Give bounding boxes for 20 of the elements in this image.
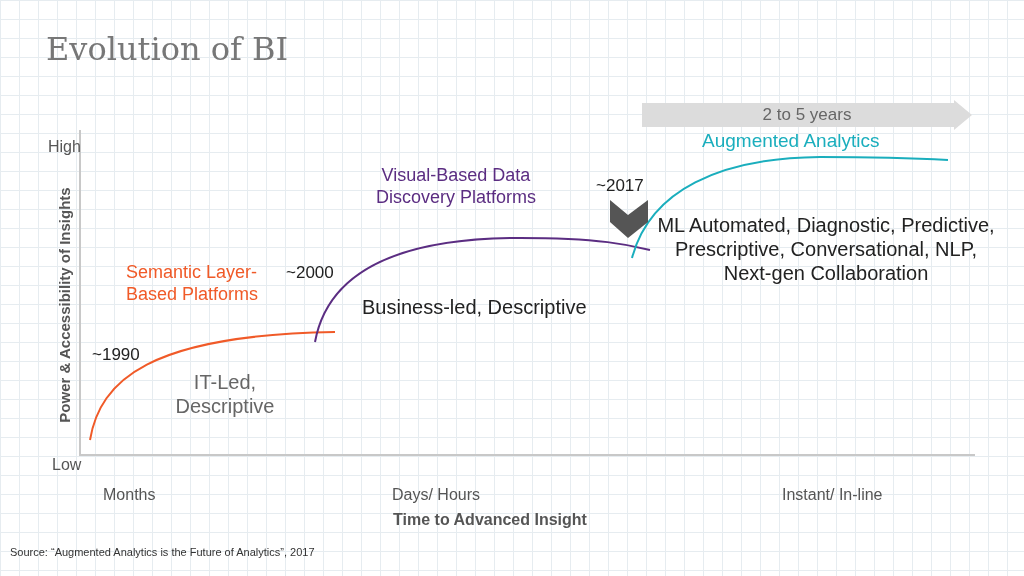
description-text: IT-Led, Descriptive [174, 370, 276, 418]
year-label: ~2000 [286, 263, 334, 284]
axis-label: Low [52, 455, 82, 475]
series-label: Augmented Analytics [702, 130, 880, 153]
axis-label: Instant/ In-line [782, 485, 883, 505]
arrow-label: 2 to 5 years [762, 104, 852, 126]
year-label: ~2017 [596, 176, 644, 197]
series-label: Semantic Layer-Based Platforms [126, 262, 260, 306]
diagram-title: Evolution of BI [46, 30, 289, 69]
series-label: Visual-Based Data Discovery Platforms [375, 165, 537, 209]
axis-label: Days/ Hours [392, 485, 481, 505]
source-note: Source: “Augmented Analytics is the Future of Analytics”, 2017 [10, 546, 315, 560]
axis-label: High [48, 137, 81, 157]
description-text: Business-led, Descriptive [362, 295, 587, 319]
timeline-arrow [642, 100, 972, 130]
axis-title: Time to Advanced Insight [392, 510, 588, 530]
year-label: ~1990 [92, 345, 140, 366]
axis-label: Months [103, 485, 156, 505]
description-text: ML Automated, Diagnostic, Predictive, Prescriptive, Conversational, NLP, Next-gen Collaboration [656, 213, 996, 285]
axis-title: Power & Accessibility of Insights [56, 186, 74, 425]
